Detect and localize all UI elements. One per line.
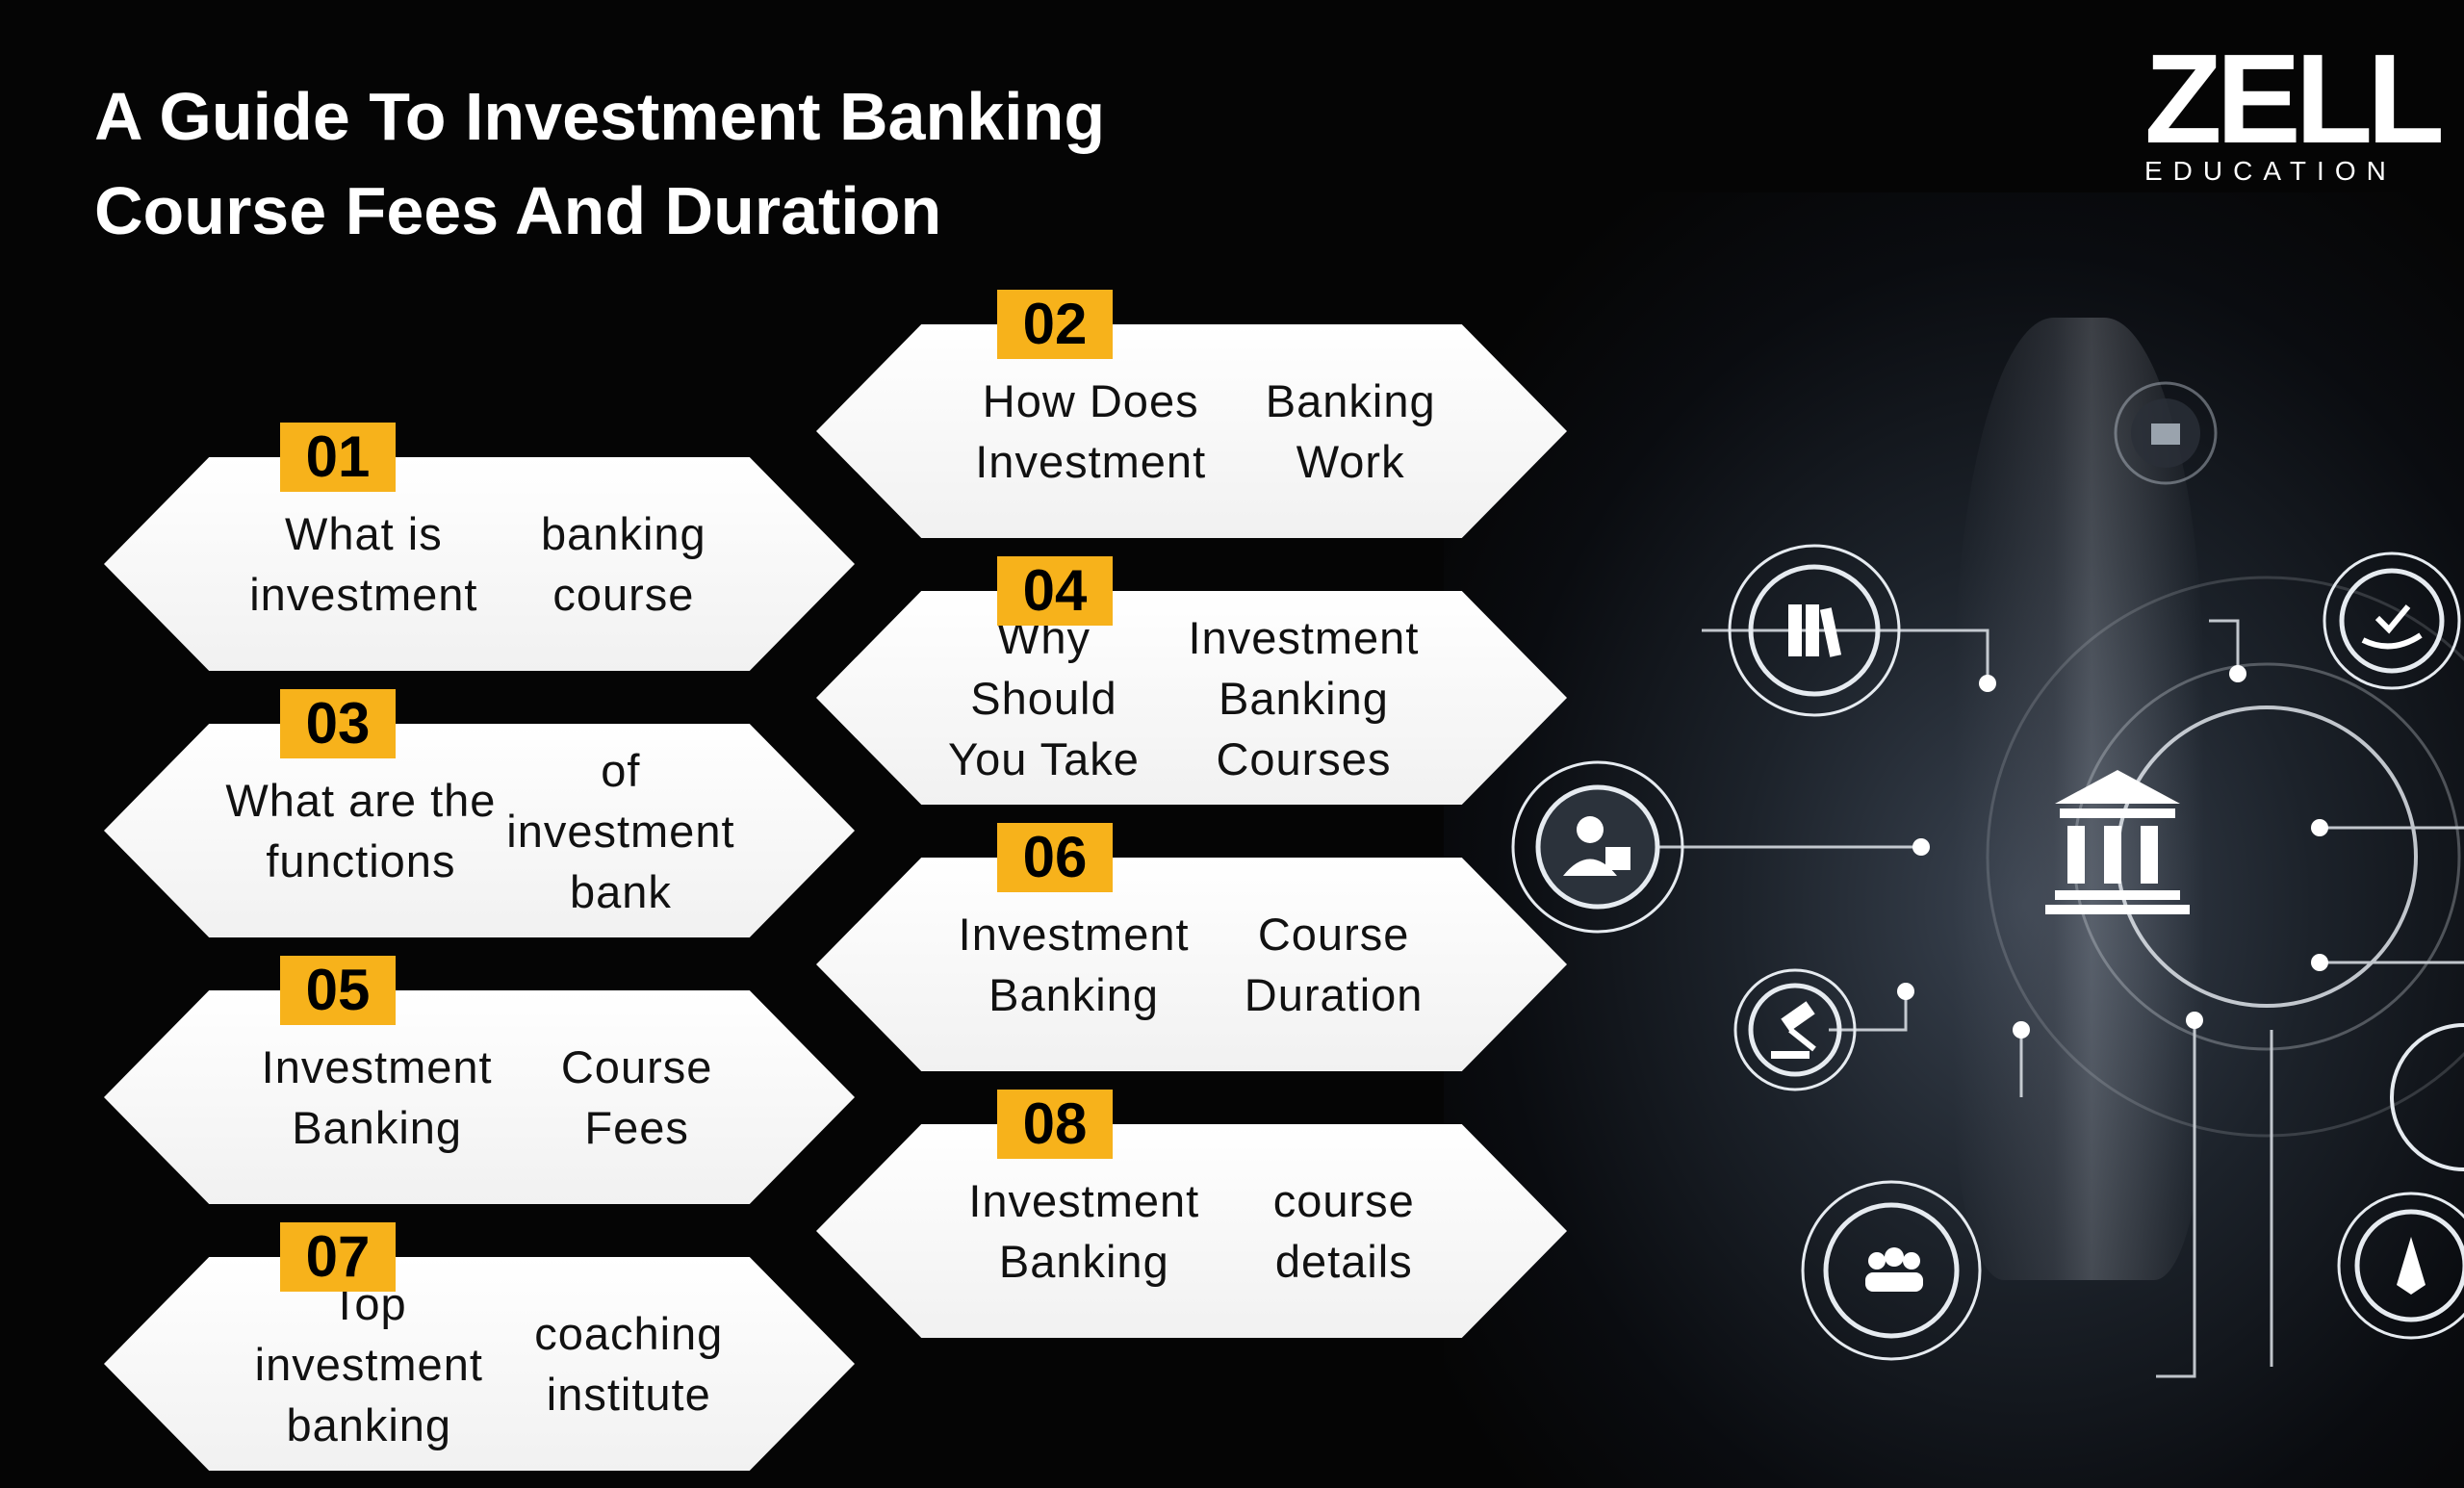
title-line-1: A Guide To Investment Banking [94,79,1106,154]
network-diagram [1511,381,2464,1378]
title-line-2: Course Fees And Duration [94,173,942,248]
gavel-icon [1733,968,1857,1091]
hexagon-shape [104,457,855,671]
hexagon-shape [816,1124,1567,1338]
hexagon-shape [816,324,1567,538]
topic-number-badge: 04 [997,556,1113,626]
businessman-icon [1511,760,1684,934]
topic-number-badge: 05 [280,956,396,1025]
hand-check-icon [2323,552,2461,690]
briefcase-icon [2114,381,2218,485]
team-icon [1801,1180,1982,1361]
page-title: A Guide To Investment Banking Course Fee… [94,69,1442,258]
hexagon-shape [816,858,1567,1071]
logo-wordmark: ZELL [2144,28,2445,169]
books-icon [1728,544,1901,717]
hexagon-shape [104,1257,855,1471]
logo-tagline: EDUCATION [2144,156,2397,186]
hexagon-shape [816,591,1567,805]
hexagon-shape [104,990,855,1204]
brand-logo: ZELL EDUCATION [2144,28,2445,187]
topic-number-badge: 02 [997,290,1113,359]
pen-icon [2337,1192,2464,1340]
topic-number-badge: 01 [280,423,396,492]
topic-number-badge: 03 [280,689,396,758]
document-icon [2390,1023,2464,1171]
topic-number-badge: 08 [997,1090,1113,1159]
topic-number-badge: 07 [280,1222,396,1292]
topic-number-badge: 06 [997,823,1113,892]
bank-icon [2045,770,2190,914]
hexagon-shape [104,724,855,937]
